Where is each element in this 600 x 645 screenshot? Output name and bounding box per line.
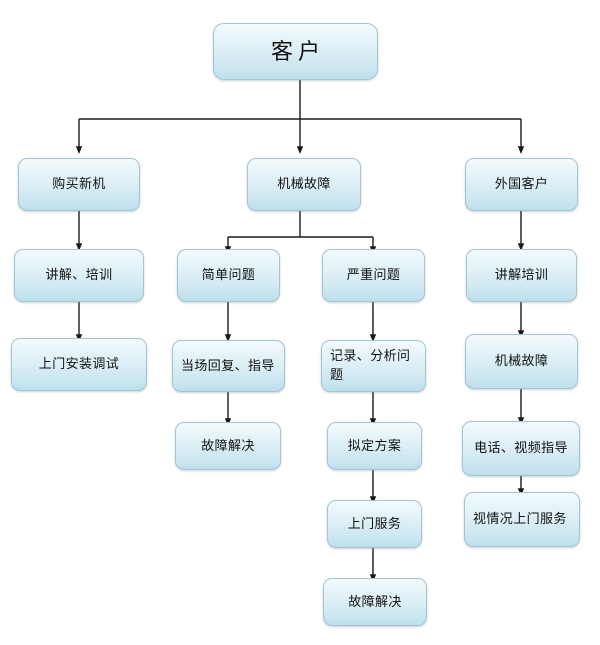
node-phone-video-guidance[interactable]: 电话、视频指导 [462, 421, 580, 476]
node-label: 机械故障 [494, 353, 549, 369]
node-foreign-training[interactable]: 讲解培训 [466, 249, 577, 302]
node-label: 记录、分析问题 [330, 348, 411, 382]
node-onsite-service[interactable]: 上门服务 [327, 500, 422, 548]
node-serious-problem[interactable]: 严重问题 [322, 249, 425, 302]
node-label: 电话、视频指导 [474, 440, 568, 456]
node-serious-fault-resolved[interactable]: 故障解决 [323, 578, 427, 626]
node-onsite-install-debug[interactable]: 上门安装调试 [11, 338, 147, 391]
node-foreign-customer[interactable]: 外国客户 [465, 158, 578, 211]
node-buy-new-machine[interactable]: 购买新机 [18, 158, 140, 211]
node-simple-fault-resolved[interactable]: 故障解决 [175, 422, 281, 470]
node-label: 购买新机 [52, 176, 106, 192]
node-label: 视情况上门服务 [473, 511, 567, 527]
node-label: 客户 [270, 38, 325, 64]
node-draft-plan[interactable]: 拟定方案 [327, 422, 422, 470]
node-label: 简单问题 [201, 267, 256, 283]
node-label: 讲解培训 [494, 267, 549, 283]
node-label: 严重问题 [346, 267, 401, 283]
node-label: 故障解决 [201, 437, 255, 453]
node-label: 故障解决 [348, 593, 402, 609]
connector-root-bus [75, 80, 525, 155]
node-label: 讲解、培训 [45, 267, 113, 283]
node-label: 上门安装调试 [38, 356, 120, 372]
node-root-customer[interactable]: 客户 [213, 23, 378, 80]
node-foreign-mechanical-fault[interactable]: 机械故障 [465, 334, 578, 389]
connector-fault-split [224, 211, 377, 255]
node-label: 拟定方案 [347, 437, 402, 453]
node-simple-problem[interactable]: 简单问题 [177, 249, 280, 302]
node-label: 机械故障 [277, 176, 331, 192]
node-mechanical-fault[interactable]: 机械故障 [247, 158, 361, 211]
node-explain-training[interactable]: 讲解、培训 [14, 249, 144, 302]
node-label: 外国客户 [494, 176, 549, 192]
node-record-analyze-problem[interactable]: 记录、分析问题 [321, 340, 426, 392]
node-label: 当场回复、指导 [181, 357, 275, 373]
node-conditional-onsite-service[interactable]: 视情况上门服务 [464, 492, 580, 547]
node-onsite-reply-guidance[interactable]: 当场回复、指导 [172, 340, 285, 392]
node-label: 上门服务 [347, 515, 402, 531]
